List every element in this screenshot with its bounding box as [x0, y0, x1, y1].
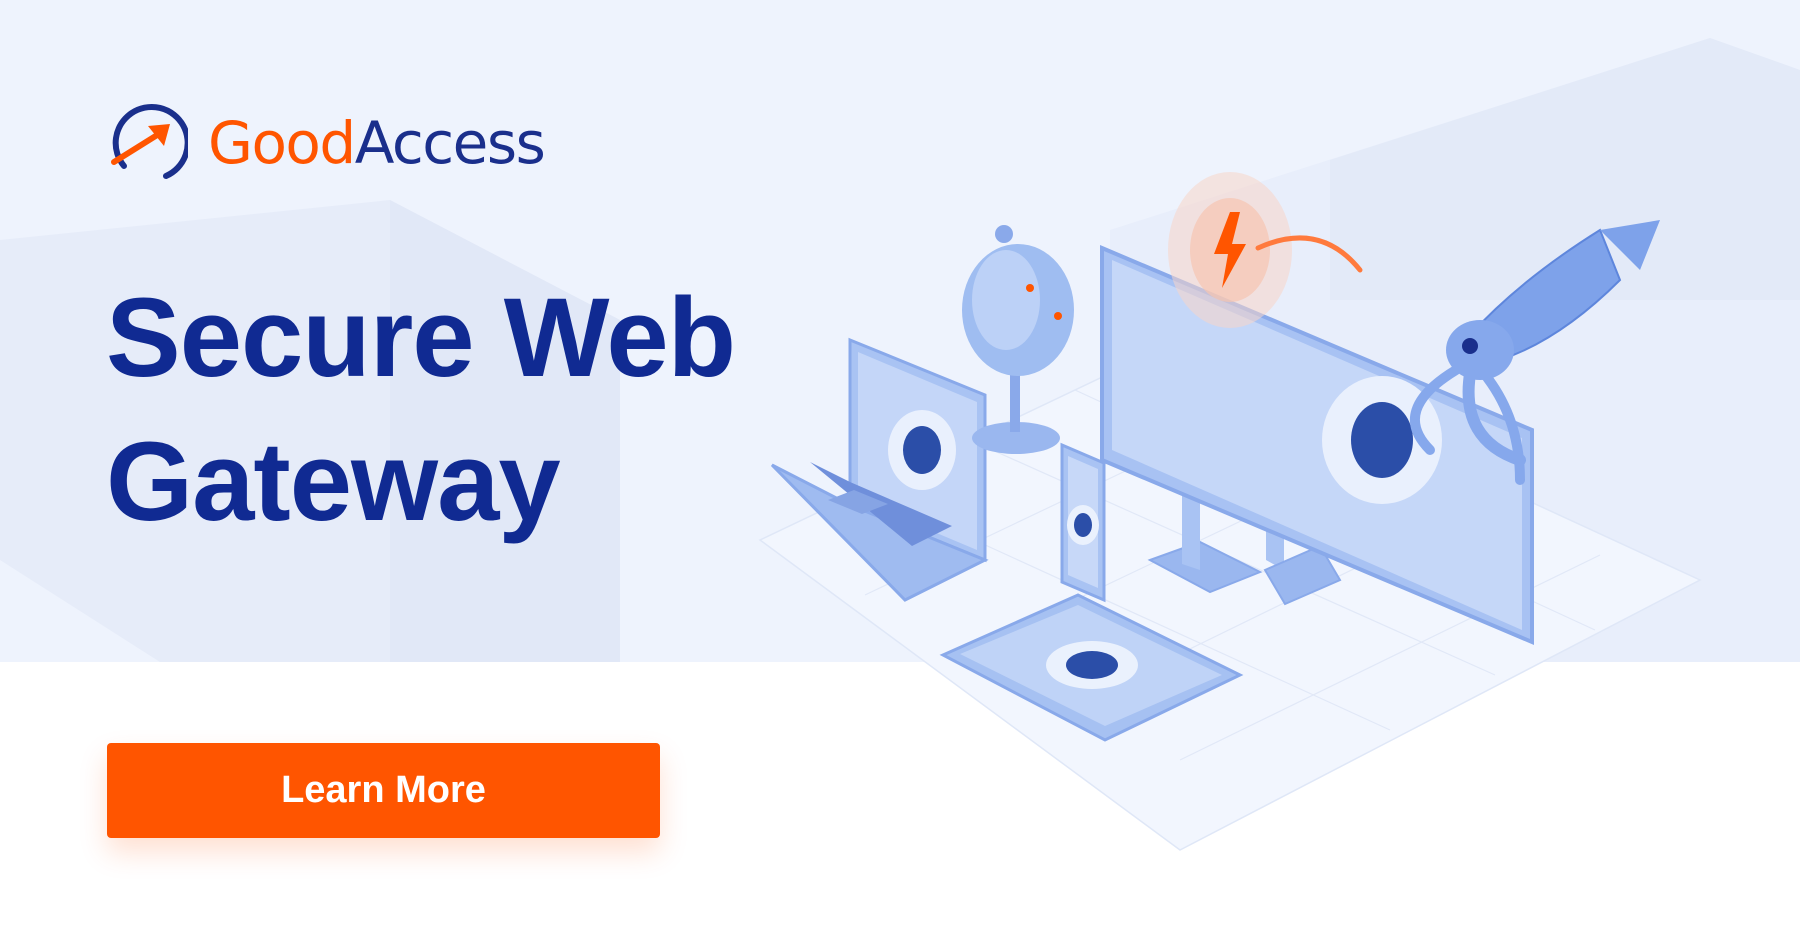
page-title: Secure Web Gateway	[106, 266, 736, 554]
squid-icon	[1409, 220, 1660, 485]
desktop-monitor-icon	[1100, 244, 1534, 646]
logo-arrow-icon	[111, 104, 188, 179]
lightning-icon	[1168, 172, 1363, 328]
hero-illustration	[758, 172, 1702, 851]
tablet-icon	[939, 593, 1244, 742]
learn-more-button[interactable]: Learn More	[107, 743, 660, 838]
laptop-icon	[770, 337, 989, 602]
page-title-line-2: Gateway	[106, 419, 561, 544]
smartphone-icon	[1060, 442, 1106, 603]
globe-icon	[962, 225, 1074, 454]
logo-wordmark: GoodAccess	[208, 114, 546, 172]
page-title-line-1: Secure Web	[106, 275, 736, 400]
logo-text-access: Access	[354, 109, 546, 177]
logo-text-good: Good	[208, 109, 356, 177]
goodaccess-logo[interactable]: GoodAccess	[106, 102, 546, 184]
